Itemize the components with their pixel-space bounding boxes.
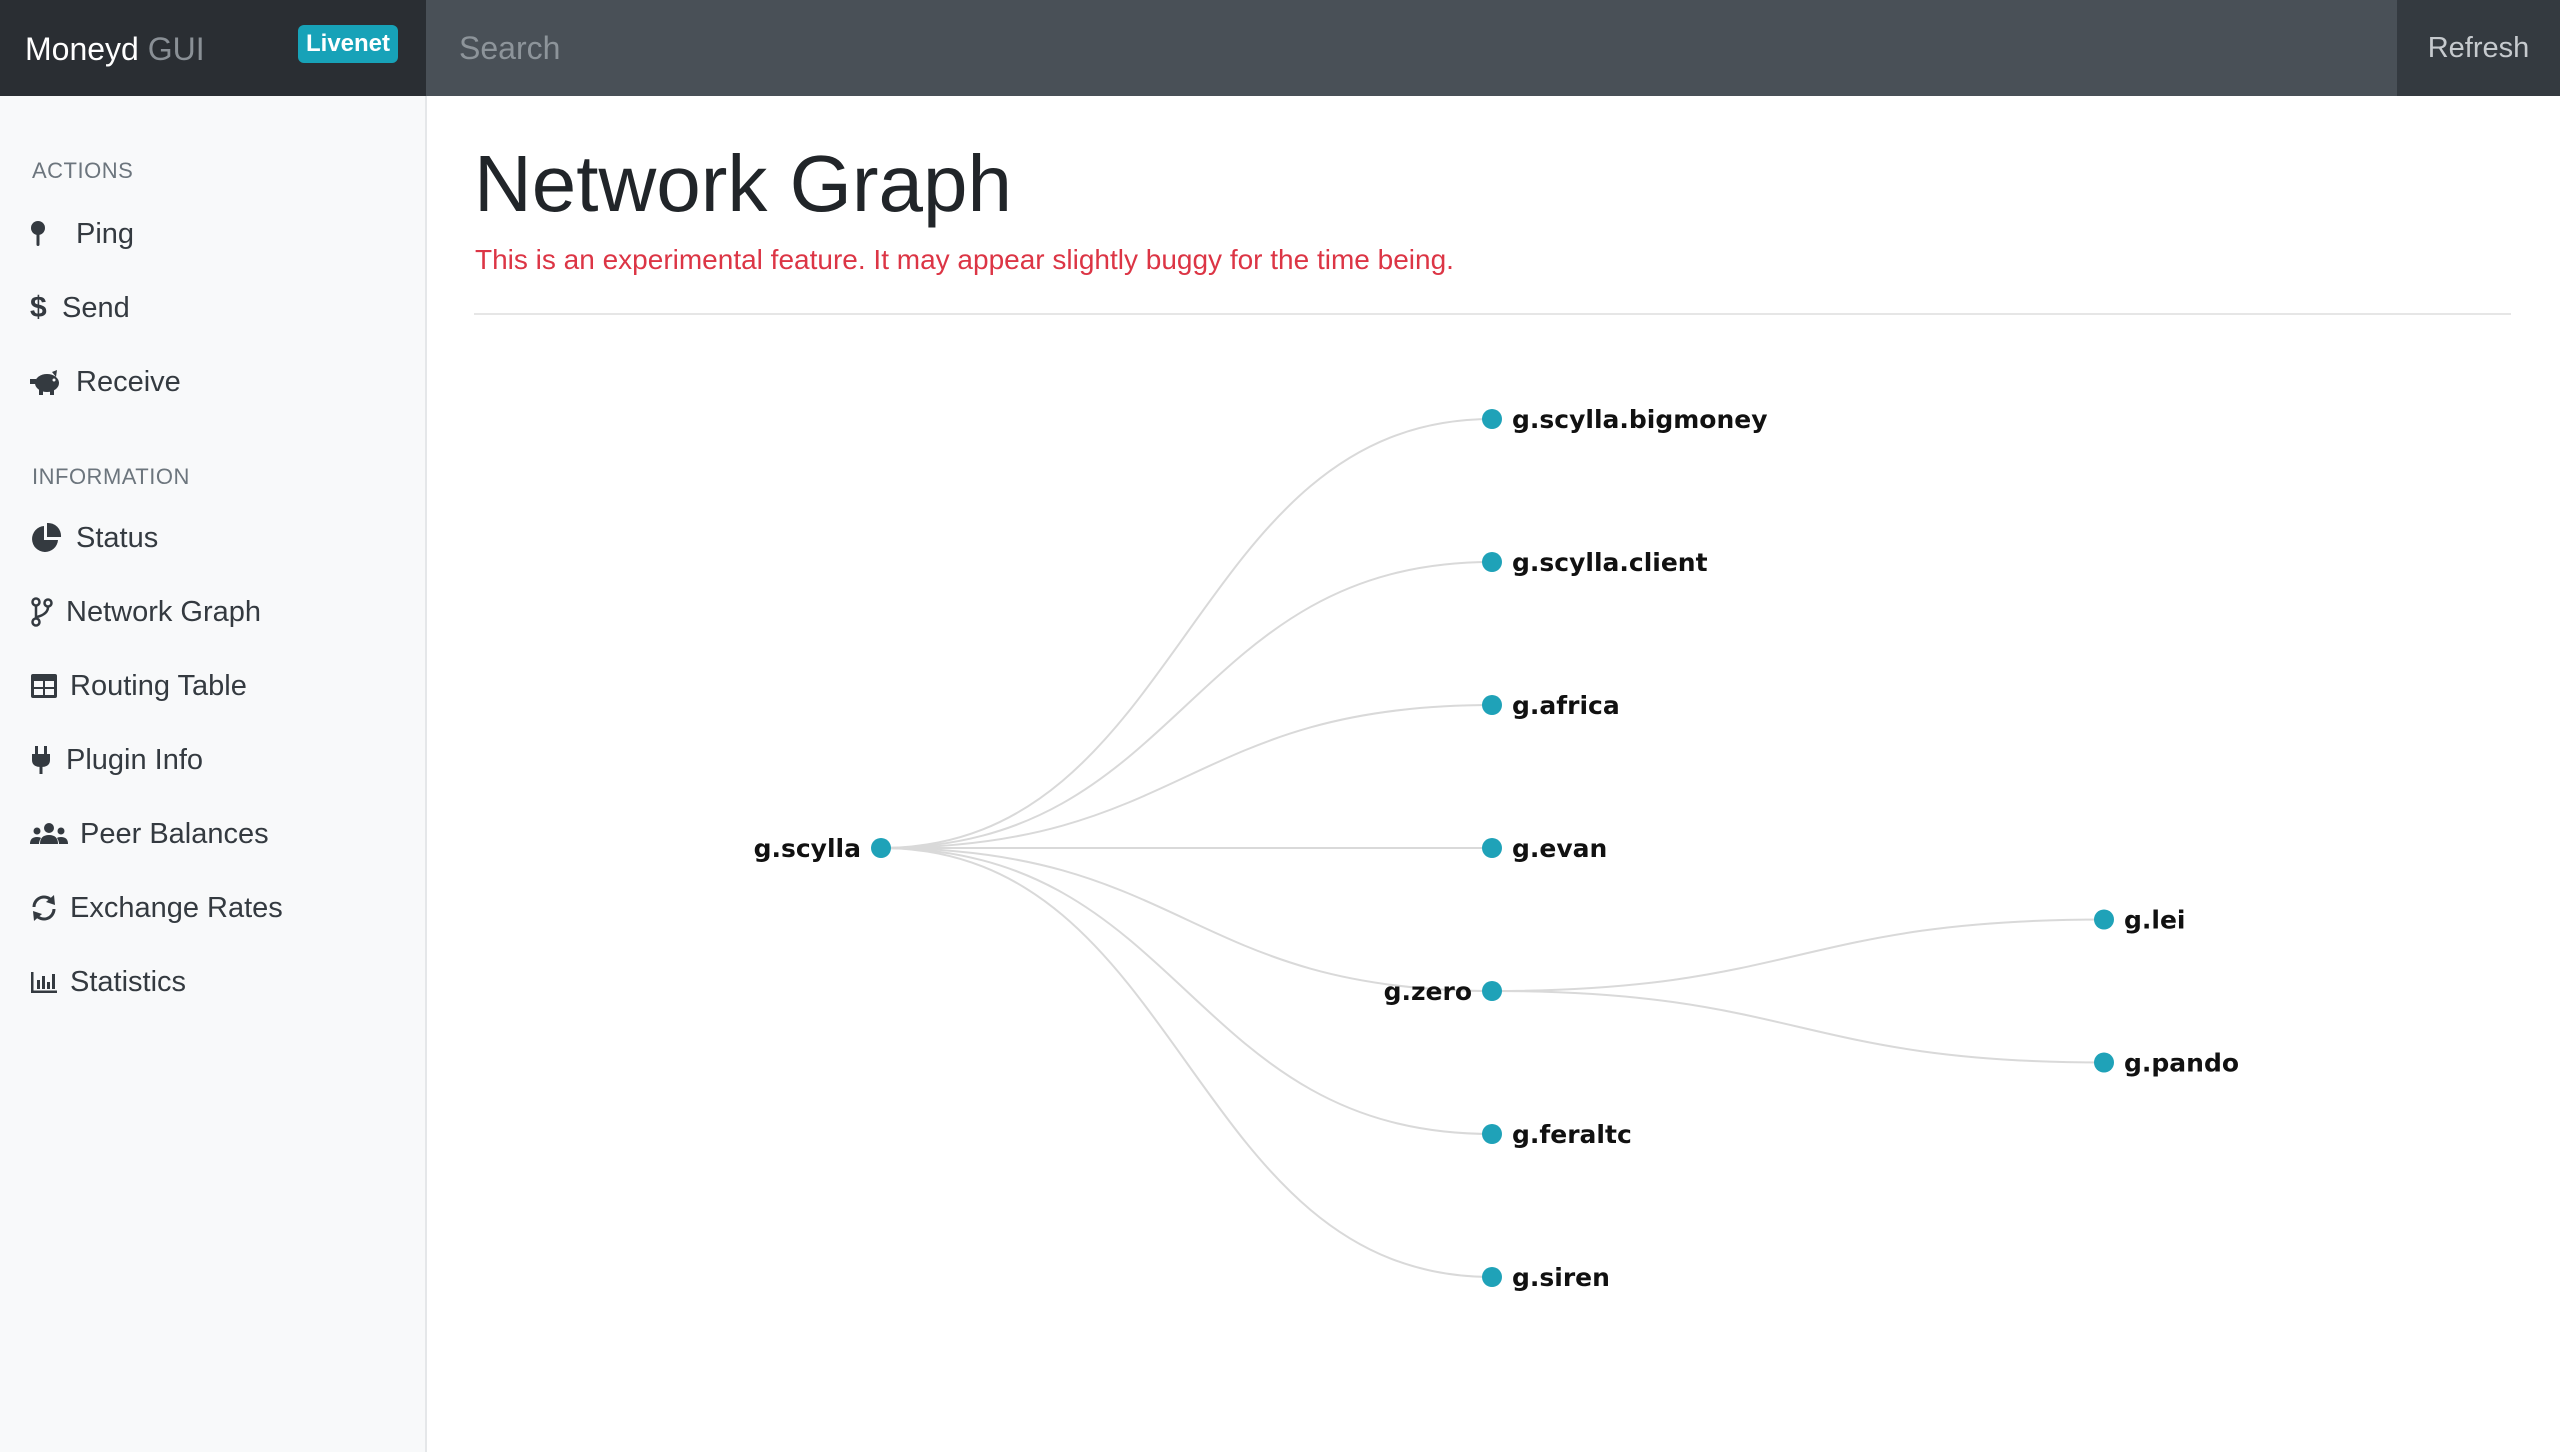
node-dot[interactable] <box>871 838 891 858</box>
search-input[interactable] <box>426 0 2397 96</box>
sidebar: ACTIONS Ping $ Send Receive INFORMATION … <box>0 96 427 1452</box>
brand[interactable]: Moneyd GUI Livenet <box>0 0 426 96</box>
sync-icon <box>30 891 58 925</box>
experimental-warning: This is an experimental feature. It may … <box>475 244 1454 275</box>
page-title: Network Graph <box>474 139 1012 228</box>
node-label: g.siren <box>1512 1263 1610 1292</box>
node-label: g.africa <box>1512 691 1620 720</box>
node-label: g.lei <box>2124 906 2186 935</box>
graph-link <box>880 418 1493 849</box>
sidebar-item-plugin-info[interactable]: Plugin Info <box>30 738 203 782</box>
pie-chart-icon <box>30 521 64 555</box>
node-label: g.feraltc <box>1512 1120 1632 1149</box>
node-label: g.pando <box>2124 1049 2239 1078</box>
graph-node-g-scylla-client[interactable]: g.scylla.client <box>1482 548 1708 577</box>
sidebar-item-statistics[interactable]: Statistics <box>30 960 186 1004</box>
sidebar-heading-actions: ACTIONS <box>32 158 134 183</box>
sidebar-heading-information: INFORMATION <box>32 464 190 489</box>
graph-links <box>880 418 2105 1278</box>
node-dot[interactable] <box>1482 981 1502 1001</box>
sidebar-item-ping[interactable]: Ping <box>30 212 134 256</box>
graph-nodes: g.scylla g.scylla.bigmoney g.scylla.client… <box>754 405 2239 1292</box>
sidebar-item-exchange-rates[interactable]: Exchange Rates <box>30 886 283 930</box>
bar-chart-icon <box>30 965 58 999</box>
network-graph[interactable]: g.scylla g.scylla.bigmoney g.scylla.client… <box>427 96 2560 1452</box>
node-dot[interactable] <box>1482 838 1502 858</box>
dollar-icon: $ <box>30 291 47 324</box>
node-dot[interactable] <box>2094 909 2114 930</box>
graph-link <box>1491 918 2105 992</box>
node-dot[interactable] <box>1482 552 1502 572</box>
divider <box>474 313 2511 315</box>
graph-link <box>880 847 1493 992</box>
graph-node-g-scylla-bigmoney[interactable]: g.scylla.bigmoney <box>1482 405 1768 434</box>
map-pin-icon <box>30 217 64 251</box>
graph-link <box>880 847 1493 1135</box>
sidebar-item-label: Routing Table <box>70 669 247 702</box>
sidebar-item-label: Statistics <box>70 965 187 998</box>
sidebar-item-status[interactable]: Status <box>30 516 158 560</box>
users-icon <box>30 817 68 851</box>
network-badge: Livenet <box>298 25 399 63</box>
node-label: g.scylla.client <box>1512 548 1708 577</box>
node-label: g.evan <box>1512 834 1607 863</box>
node-label: g.zero <box>1384 977 1472 1006</box>
sidebar-item-label: Receive <box>76 365 181 398</box>
sidebar-item-label: Status <box>76 521 159 554</box>
graph-node-g-feraltc[interactable]: g.feraltc <box>1482 1120 1632 1149</box>
node-dot[interactable] <box>1482 695 1502 715</box>
node-label: g.scylla.bigmoney <box>1512 405 1768 434</box>
piggy-bank-icon <box>30 365 64 399</box>
brand-name: Moneyd <box>25 31 139 67</box>
node-label: g.scylla <box>754 834 861 863</box>
node-dot[interactable] <box>1482 409 1502 429</box>
graph-link <box>1491 990 2105 1064</box>
node-dot[interactable] <box>1482 1267 1502 1287</box>
sidebar-item-label: Ping <box>76 217 135 250</box>
main-content: Network Graph This is an experimental fe… <box>427 96 2560 1452</box>
sidebar-item-label: Send <box>62 291 130 324</box>
graph-node-g-lei[interactable]: g.lei <box>2094 906 2186 935</box>
node-dot[interactable] <box>1482 1124 1502 1144</box>
table-icon <box>30 669 58 703</box>
refresh-button[interactable]: Refresh <box>2397 0 2560 96</box>
sidebar-item-label: Network Graph <box>66 595 262 628</box>
plug-icon <box>30 743 54 777</box>
graph-node-g-siren[interactable]: g.siren <box>1482 1263 1610 1292</box>
graph-node-g-pando[interactable]: g.pando <box>2094 1049 2239 1078</box>
brand-suffix: GUI <box>147 31 205 67</box>
graph-link <box>880 704 1493 849</box>
sidebar-item-peer-balances[interactable]: Peer Balances <box>30 812 269 856</box>
sidebar-item-network-graph[interactable]: Network Graph <box>30 590 261 634</box>
node-dot[interactable] <box>2094 1052 2114 1073</box>
sidebar-item-send[interactable]: $ Send <box>30 286 130 330</box>
sidebar-item-receive[interactable]: Receive <box>30 360 181 404</box>
sidebar-item-label: Peer Balances <box>80 817 269 850</box>
sidebar-item-label: Exchange Rates <box>70 891 283 924</box>
sidebar-item-label: Plugin Info <box>66 743 204 776</box>
graph-node-g-africa[interactable]: g.africa <box>1482 691 1620 720</box>
graph-node-g-evan[interactable]: g.evan <box>1482 834 1607 863</box>
sidebar-item-routing-table[interactable]: Routing Table <box>30 664 247 708</box>
top-navbar: Moneyd GUI Livenet Refresh <box>0 0 2560 96</box>
code-branch-icon <box>30 595 54 629</box>
graph-link <box>880 847 1493 1278</box>
graph-node-g-scylla[interactable]: g.scylla <box>754 834 891 863</box>
graph-node-g-zero[interactable]: g.zero <box>1384 977 1502 1006</box>
graph-link <box>880 561 1493 849</box>
brand-title[interactable]: Moneyd GUI <box>25 29 205 69</box>
